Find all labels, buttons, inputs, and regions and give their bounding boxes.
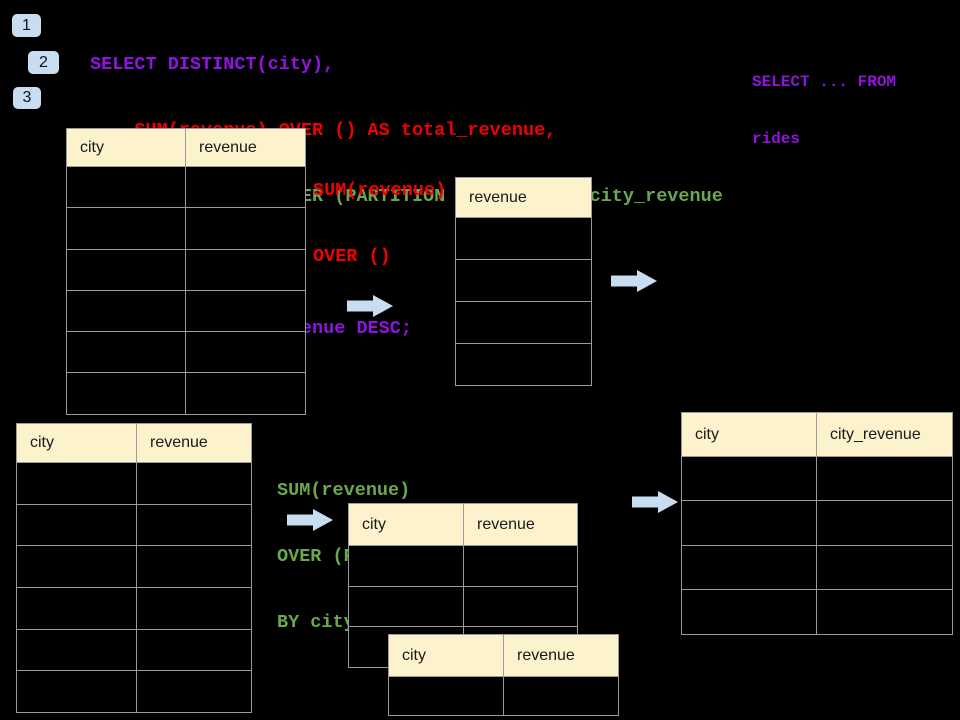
table-cell-empty xyxy=(137,588,252,630)
table-cell-empty xyxy=(137,671,252,714)
column-header-revenue: revenue xyxy=(137,424,252,463)
table-cell-empty xyxy=(67,249,186,291)
table-cell-empty xyxy=(456,218,592,260)
table-cell-empty xyxy=(456,302,592,344)
table-source-rides: city revenue xyxy=(66,128,306,415)
table-cell-empty xyxy=(504,677,619,716)
arrow-right-icon xyxy=(287,509,333,531)
table-city-revenue-result: city city_revenue xyxy=(681,412,953,635)
annotation-line: SUM(revenue) xyxy=(277,480,411,501)
table-cell-empty xyxy=(349,546,464,587)
table-cell-empty xyxy=(17,463,137,505)
column-header-city: city xyxy=(389,635,504,677)
table-cell-empty xyxy=(817,457,953,502)
annotation-line: SELECT ... FROM xyxy=(752,73,897,91)
table-cell-empty xyxy=(67,332,186,374)
table-partition-intermediate-2: city revenue xyxy=(388,634,619,716)
table-cell-empty xyxy=(186,167,306,209)
table-cell-empty xyxy=(456,344,592,386)
table-cell-empty xyxy=(456,260,592,302)
table-cell-empty xyxy=(464,586,578,628)
arrow-right-icon xyxy=(611,270,657,292)
table-cell-empty xyxy=(817,545,953,591)
column-header-city: city xyxy=(349,504,464,546)
table-cell-empty xyxy=(682,545,817,591)
table-cell-empty xyxy=(137,463,252,505)
table-cell-empty xyxy=(349,586,464,628)
column-header-revenue: revenue xyxy=(504,635,619,677)
table-cell-empty xyxy=(17,504,137,547)
column-header-city-revenue: city_revenue xyxy=(817,413,953,457)
table-total-revenue-result: revenue xyxy=(455,177,592,386)
step-badge-1: 1 xyxy=(12,14,41,37)
table-cell-empty xyxy=(817,590,953,635)
table-cell-empty xyxy=(67,373,186,415)
table-cell-empty xyxy=(67,167,186,209)
column-header-city: city xyxy=(682,413,817,457)
annotation-select-from-rides: SELECT ... FROM rides xyxy=(752,35,896,187)
column-header-revenue: revenue xyxy=(464,504,578,546)
table-cell-empty xyxy=(682,501,817,546)
table-cell-empty xyxy=(17,546,137,589)
annotation-total-revenue: SUM(revenue) OVER () xyxy=(313,136,446,312)
table-cell-empty xyxy=(389,677,504,716)
table-cell-empty xyxy=(186,208,306,250)
table-cell-empty xyxy=(464,546,578,587)
step-badge-2: 2 xyxy=(28,51,59,74)
table-cell-empty xyxy=(17,588,137,630)
table-cell-empty xyxy=(682,590,817,635)
step-badge-3: 3 xyxy=(13,87,41,109)
table-cell-empty xyxy=(682,457,817,502)
table-cell-empty xyxy=(186,249,306,291)
table-cell-empty xyxy=(817,501,953,546)
table-cell-empty xyxy=(186,290,306,333)
table-cell-empty xyxy=(137,546,252,589)
table-cell-empty xyxy=(137,629,252,672)
table-cell-empty xyxy=(17,671,137,714)
table-cell-empty xyxy=(17,629,137,672)
column-header-city: city xyxy=(17,424,137,463)
table-cell-empty xyxy=(67,290,186,333)
column-header-city: city xyxy=(67,129,186,167)
arrow-right-icon xyxy=(632,491,678,513)
table-cell-empty xyxy=(186,332,306,374)
annotation-line: rides xyxy=(752,130,801,148)
annotation-line: OVER () xyxy=(313,246,391,267)
arrow-right-icon xyxy=(347,295,393,317)
table-source-rides-2: city revenue xyxy=(16,423,252,714)
table-cell-empty xyxy=(67,208,186,250)
table-cell-empty xyxy=(137,504,252,547)
column-header-revenue: revenue xyxy=(456,178,592,218)
annotation-line: SUM(revenue) xyxy=(313,180,447,201)
sql-code-line: SELECT DISTINCT(city), xyxy=(90,54,335,75)
table-cell-empty xyxy=(186,373,306,415)
column-header-revenue: revenue xyxy=(186,129,306,167)
